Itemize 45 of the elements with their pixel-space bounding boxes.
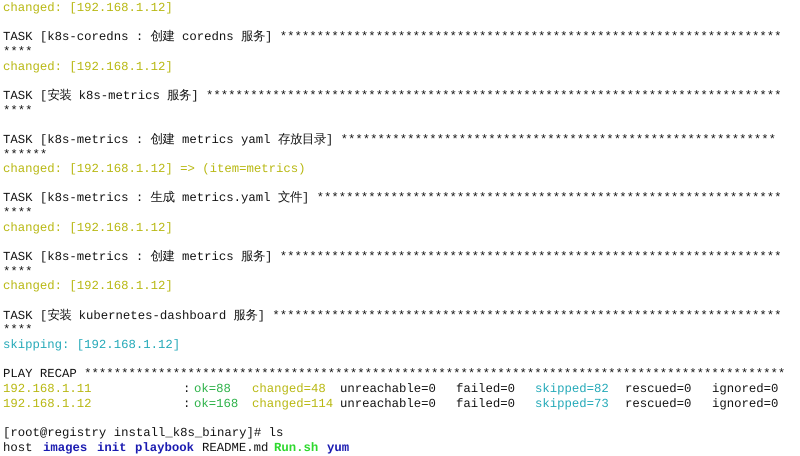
status-line: skipping: [192.168.1.12]: [3, 338, 180, 352]
recap-value: unreachable=0: [340, 396, 436, 411]
log-line: TASK [k8s-metrics : 创建 metrics yaml 存放目录] ***********************************************************: [3, 132, 776, 147]
log-line: TASK [k8s-metrics : 生成 metrics.yaml 文件] ***************************************************************: [3, 191, 782, 206]
separator-text: :: [183, 382, 190, 396]
recap-value: changed=48: [252, 382, 326, 396]
status-line: changed: [192.168.1.12]: [3, 1, 173, 15]
log-line: PLAY RECAP ***********************************************************************************************: [3, 367, 786, 382]
recap-value: unreachable=0: [340, 382, 436, 396]
recap-value: skipped=82: [535, 382, 609, 396]
shell-prompt: [root@registry install_k8s_binary]# ls: [3, 426, 284, 440]
recap-value: changed=114: [252, 396, 334, 411]
host-address: 192.168.1.12: [3, 396, 92, 411]
log-line: TASK [安装 k8s-metrics 服务] ******************************************************************************: [3, 88, 782, 103]
log-line: ****: [3, 44, 33, 59]
file-name: Run.sh: [274, 440, 318, 454]
directory-name: images: [43, 440, 88, 454]
log-line: TASK [k8s-coredns : 创建 coredns 服务] ********************************************************************: [3, 30, 782, 44]
file-name: host: [3, 440, 33, 454]
directory-name: yum: [327, 440, 350, 454]
recap-value: ignored=0: [712, 396, 778, 411]
separator-text: :: [183, 396, 190, 411]
recap-value: ok=88: [194, 382, 231, 396]
status-line: changed: [192.168.1.12]: [3, 220, 173, 235]
log-line: ****: [3, 206, 33, 220]
recap-value: failed=0: [456, 396, 516, 411]
recap-value: failed=0: [456, 382, 516, 396]
log-line: ******: [3, 148, 48, 162]
directory-name: playbook: [135, 440, 194, 454]
recap-value: ok=168: [194, 396, 238, 411]
status-line: changed: [192.168.1.12] => (item=metrics): [3, 162, 306, 176]
host-address: 192.168.1.11: [3, 382, 92, 396]
log-line: TASK [k8s-metrics : 创建 metrics 服务] ********************************************************************: [3, 250, 782, 264]
log-line: ****: [3, 264, 33, 279]
recap-value: ignored=0: [712, 382, 778, 396]
recap-value: rescued=0: [625, 382, 692, 396]
status-line: changed: [192.168.1.12]: [3, 60, 173, 74]
file-name: README.md: [202, 440, 268, 454]
log-line: ****: [3, 323, 33, 338]
status-line: changed: [192.168.1.12]: [3, 279, 173, 294]
log-line: TASK [安装 kubernetes-dashboard 服务] *********************************************************************: [3, 308, 782, 323]
directory-name: init: [97, 440, 127, 454]
log-line: ****: [3, 104, 33, 118]
recap-value: rescued=0: [625, 396, 692, 411]
recap-value: skipped=73: [535, 396, 609, 411]
